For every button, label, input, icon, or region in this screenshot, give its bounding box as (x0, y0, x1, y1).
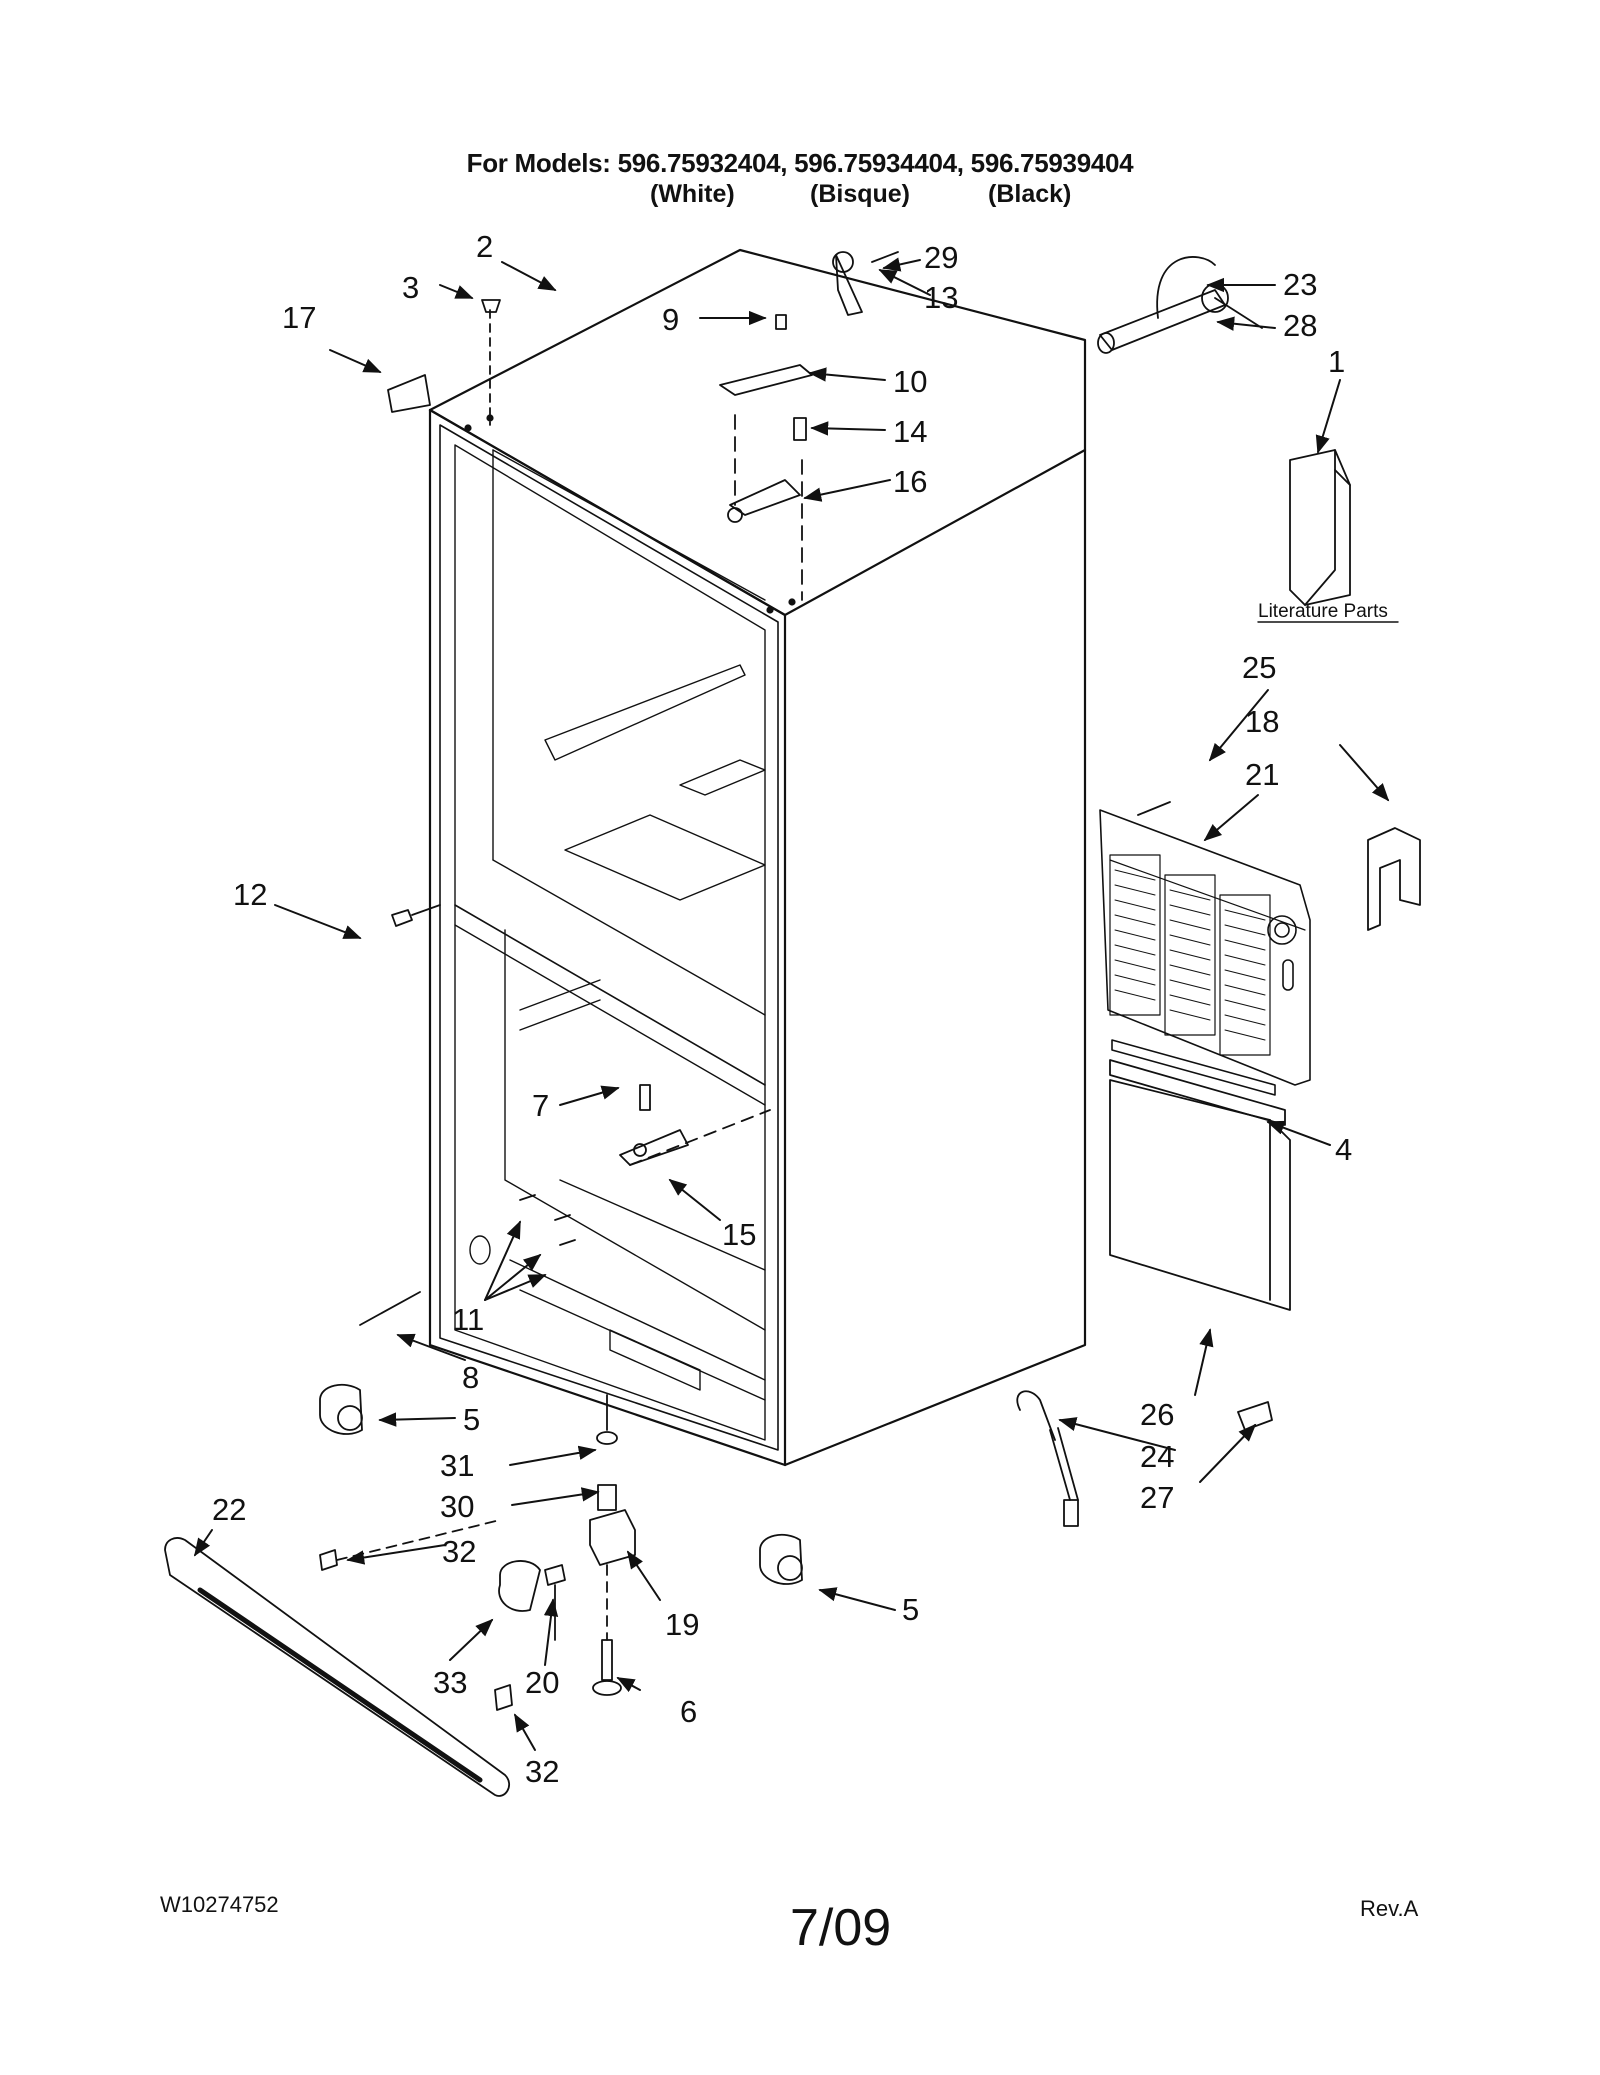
callout-25: 25 (1242, 650, 1276, 685)
clip-part (1367, 827, 1421, 931)
base-grille (164, 1519, 513, 1797)
callout-22: 22 (212, 1492, 246, 1527)
callout-leaders (193, 257, 1390, 1751)
callout-5-rear: 5 (902, 1592, 919, 1627)
callout-numbers: 2 3 17 9 10 14 16 13 29 23 28 1 25 18 21… (212, 229, 1388, 1789)
callout-1: 1 (1328, 344, 1345, 379)
fasteners (359, 801, 1171, 1326)
caster-rear (759, 1533, 803, 1585)
callout-30: 30 (440, 1489, 474, 1524)
callout-16: 16 (893, 464, 927, 499)
callout-21: 21 (1245, 757, 1279, 792)
callout-33: 33 (433, 1665, 467, 1700)
callout-32-bottom: 32 (525, 1754, 559, 1789)
callout-26: 26 (1140, 1397, 1174, 1432)
leveling-leg-assembly (498, 1394, 636, 1696)
callout-31: 31 (440, 1448, 474, 1483)
color-white-label: (White) (650, 180, 735, 208)
callout-24: 24 (1140, 1439, 1174, 1474)
caster-front (319, 1383, 363, 1435)
models-title: For Models: 596.75932404, 596.75934404, … (466, 148, 1134, 178)
callout-5-front: 5 (463, 1402, 480, 1437)
callout-19: 19 (665, 1607, 699, 1642)
color-black-label: (Black) (988, 180, 1072, 208)
callout-23: 23 (1283, 267, 1317, 302)
document-number: W10274752 (160, 1892, 279, 1917)
callout-6: 6 (680, 1694, 697, 1729)
literature-parts-label: Literature Parts (1258, 601, 1388, 622)
callout-4: 4 (1335, 1132, 1352, 1167)
callout-8: 8 (462, 1360, 479, 1395)
callout-32-top: 32 (442, 1534, 476, 1569)
callout-20: 20 (525, 1665, 559, 1700)
callout-9: 9 (662, 302, 679, 337)
color-bisque-label: (Bisque) (810, 180, 910, 208)
revision-date: 7/09 (790, 1899, 892, 1957)
callout-7: 7 (532, 1088, 549, 1123)
callout-12: 12 (233, 877, 267, 912)
callout-11: 11 (452, 1302, 484, 1337)
callout-10: 10 (893, 364, 927, 399)
callout-17: 17 (282, 300, 316, 335)
callout-28: 28 (1283, 308, 1317, 343)
water-tube-assembly (1097, 256, 1263, 354)
top-hinge-assembly (387, 251, 899, 601)
revision-label: Rev.A (1360, 1896, 1419, 1921)
toe-panel-parts (1109, 1059, 1291, 1311)
callout-18: 18 (1245, 704, 1279, 739)
rear-grille-panel (1099, 809, 1311, 1096)
literature-parts (1257, 449, 1399, 623)
callout-15: 15 (722, 1217, 756, 1252)
callout-13: 13 (924, 280, 958, 315)
callout-29: 29 (924, 240, 958, 275)
callout-27: 27 (1140, 1480, 1174, 1515)
callout-2: 2 (476, 229, 493, 264)
callout-14: 14 (893, 414, 927, 449)
refrigerator-cabinet (428, 248, 1087, 1467)
callout-3: 3 (402, 270, 419, 305)
